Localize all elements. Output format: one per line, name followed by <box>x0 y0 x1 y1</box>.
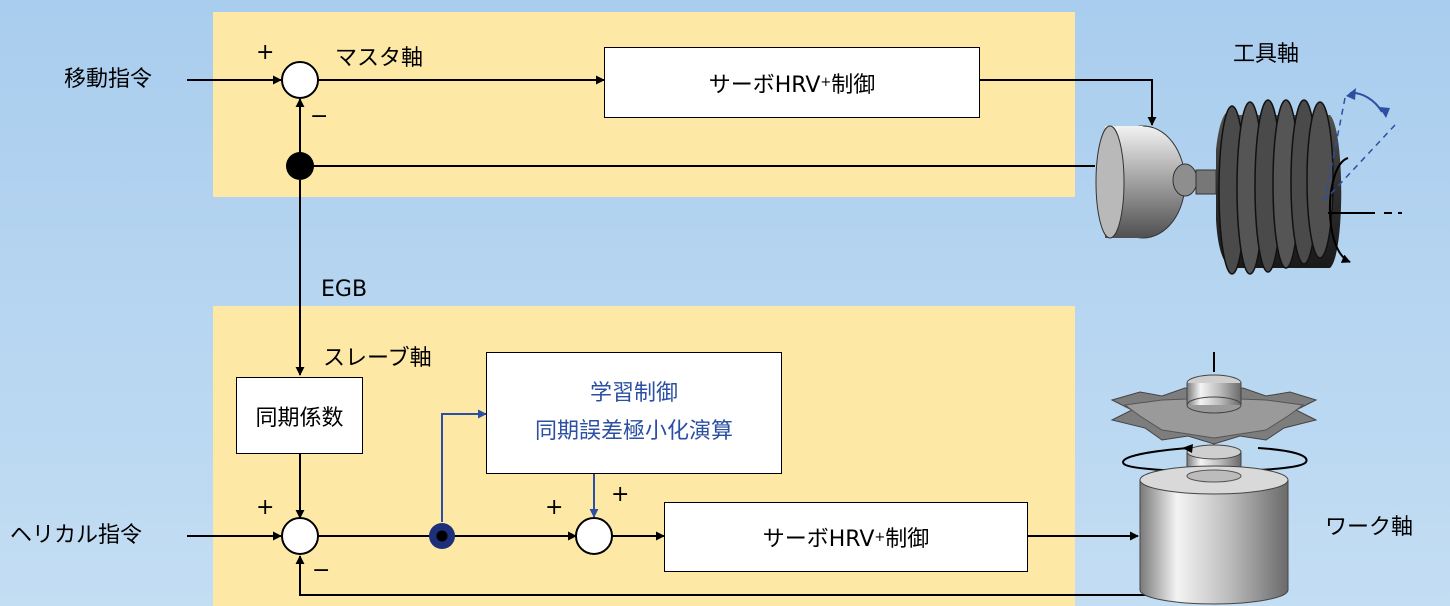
servo-top-sup: + <box>820 75 832 90</box>
master-axis-label: マスタ軸 <box>335 46 424 71</box>
error-to-learning-arrow <box>441 409 487 522</box>
learning-control-title: 学習制御 <box>589 380 678 406</box>
learn-plus-left-sign: + <box>545 495 564 520</box>
slave-summing-junction <box>281 517 319 555</box>
egb-label: EGB <box>321 277 368 302</box>
servo-hrv-control-top: サーボHRV+制御 <box>604 47 980 118</box>
learn-plus-top-sign: + <box>611 482 630 507</box>
learn-summing-junction <box>575 517 613 555</box>
servo-to-tool-arrow <box>980 79 1157 126</box>
learning-control-box: 学習制御 同期誤差極小化演算 <box>486 352 782 474</box>
slave-feedback-line <box>295 555 1160 596</box>
master-summing-junction <box>281 61 319 99</box>
slave-plus-sign: + <box>256 495 275 520</box>
servo-bottom-sup: + <box>874 529 886 545</box>
helical-command-label: ヘリカル指令 <box>10 523 143 548</box>
master-plus-sign: + <box>256 40 275 65</box>
work-axis-label: ワーク軸 <box>1325 515 1414 540</box>
slave-axis-label: スレーブ軸 <box>323 346 432 371</box>
move-command-label: 移動指令 <box>64 67 153 92</box>
servo-bottom-tail: 制御 <box>885 527 930 552</box>
slave-minus-sign: − <box>312 558 331 583</box>
sync-error-minimization-label: 同期誤差極小化演算 <box>534 419 733 444</box>
sync-coefficient-label: 同期係数 <box>255 405 344 431</box>
sync-coefficient-box: 同期係数 <box>236 377 363 454</box>
master-feedback-node <box>286 152 314 180</box>
tool-axis-illustration <box>1095 88 1402 275</box>
servo-hrv-control-bottom: サーボHRV+制御 <box>664 502 1028 572</box>
master-minus-sign: − <box>310 104 329 129</box>
tool-axis-label: 工具軸 <box>1233 42 1300 67</box>
servo-top-main: サーボHRV <box>708 72 821 98</box>
servo-bottom-main: サーボHRV <box>762 527 875 552</box>
servo-top-tail: 制御 <box>831 72 876 98</box>
work-axis-illustration <box>1110 352 1318 605</box>
